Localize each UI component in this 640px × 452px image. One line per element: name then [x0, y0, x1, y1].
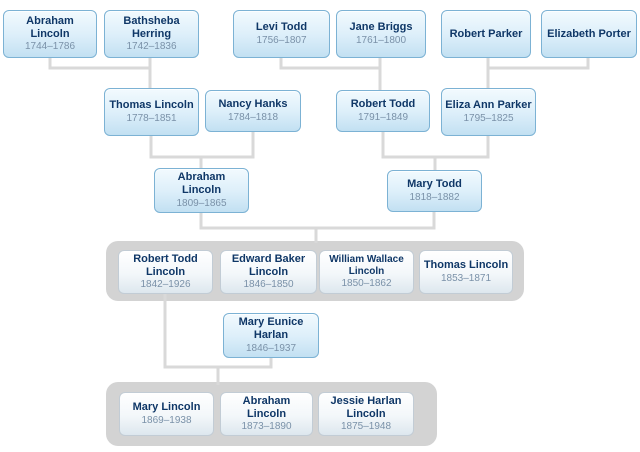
person-dates: 1853–1871: [440, 272, 492, 284]
person-name: Thomas Lincoln: [109, 99, 194, 112]
person-dates: 1846–1850: [243, 279, 294, 291]
person-dates: 1842–1926: [140, 279, 191, 291]
person-box-eliza-ann-parker[interactable]: Eliza Ann Parker 1795–1825: [441, 88, 536, 136]
person-box-nancy-hanks[interactable]: Nancy Hanks 1784–1818: [205, 90, 301, 132]
person-box-jane-briggs[interactable]: Jane Briggs 1761–1800: [336, 10, 426, 58]
person-dates: 1850–1862: [341, 278, 392, 290]
person-name: Jane Briggs: [349, 21, 413, 34]
person-name: Thomas Lincoln: [423, 259, 509, 272]
person-box-abraham-lincoln-ii[interactable]: Abraham Lincoln 1873–1890: [220, 392, 313, 436]
person-dates: 1846–1937: [245, 342, 297, 354]
person-name: Edward Baker Lincoln: [231, 252, 306, 278]
person-name: Elizabeth Porter: [547, 27, 631, 40]
person-dates: 1761–1800: [355, 34, 407, 46]
person-box-bathsheba-herring[interactable]: Bathsheba Herring 1742–1836: [104, 10, 199, 58]
person-name: Jessie Harlan Lincoln: [330, 394, 402, 420]
person-name: Abraham Lincoln: [177, 171, 226, 196]
person-name: Eliza Ann Parker: [445, 99, 532, 112]
connector-couple-1: [48, 58, 152, 88]
person-dates: 1742–1836: [126, 41, 177, 53]
person-name: Mary Todd: [407, 178, 462, 191]
person-name: Bathsheba Herring: [123, 14, 180, 40]
connector-couple-6: [199, 212, 436, 243]
person-box-mary-eunice-harlan[interactable]: Mary Eunice Harlan 1846–1937: [223, 313, 319, 358]
person-name: Mary Lincoln: [132, 401, 201, 414]
person-box-abraham-lincoln-sr[interactable]: Abraham Lincoln 1744–1786: [3, 10, 97, 58]
person-dates: 1778–1851: [126, 112, 177, 124]
person-name: Mary Eunice Harlan: [238, 316, 304, 341]
person-box-levi-todd[interactable]: Levi Todd 1756–1807: [233, 10, 330, 58]
person-dates: 1795–1825: [463, 112, 514, 124]
person-box-edward-baker-lincoln[interactable]: Edward Baker Lincoln 1846–1850: [220, 250, 317, 294]
person-box-thomas-lincoln-jr[interactable]: Thomas Lincoln 1853–1871: [419, 250, 513, 294]
person-box-jessie-harlan-lincoln[interactable]: Jessie Harlan Lincoln 1875–1948: [318, 392, 414, 436]
connector-couple-5: [381, 132, 490, 170]
person-dates: 1791–1849: [357, 111, 409, 123]
person-dates: 1744–1786: [24, 41, 76, 53]
person-box-william-wallace-lincoln[interactable]: William Wallace Lincoln 1850–1862: [319, 250, 414, 294]
person-name: Robert Todd: [350, 98, 416, 111]
person-name: Robert Parker: [449, 27, 523, 40]
person-box-elizabeth-porter[interactable]: Elizabeth Porter: [541, 10, 637, 58]
person-dates: 1818–1882: [409, 191, 460, 203]
connector-couple-4: [149, 132, 255, 168]
person-dates: 1809–1865: [176, 197, 227, 209]
person-name: Abraham Lincoln: [26, 14, 74, 40]
person-dates: 1873–1890: [241, 421, 292, 433]
person-box-robert-todd-lincoln[interactable]: Robert Todd Lincoln 1842–1926: [118, 250, 213, 294]
person-box-mary-lincoln[interactable]: Mary Lincoln 1869–1938: [119, 392, 214, 436]
connector-couple-2: [279, 58, 382, 90]
person-dates: 1875–1948: [340, 421, 392, 433]
person-name: William Wallace Lincoln: [329, 253, 404, 277]
connector-couple-3: [486, 58, 590, 88]
person-box-mary-todd[interactable]: Mary Todd 1818–1882: [387, 170, 482, 212]
person-name: Abraham Lincoln: [242, 394, 291, 420]
person-name: Robert Todd Lincoln: [133, 252, 198, 278]
person-box-abraham-lincoln[interactable]: Abraham Lincoln 1809–1865: [154, 168, 249, 213]
person-box-robert-todd[interactable]: Robert Todd 1791–1849: [336, 90, 430, 132]
person-dates: 1869–1938: [141, 414, 192, 426]
person-box-robert-parker[interactable]: Robert Parker: [441, 10, 531, 58]
person-name: Nancy Hanks: [218, 98, 288, 111]
person-dates: 1756–1807: [256, 34, 307, 46]
person-box-thomas-lincoln[interactable]: Thomas Lincoln 1778–1851: [104, 88, 199, 136]
person-name: Levi Todd: [255, 21, 308, 34]
person-dates: 1784–1818: [227, 111, 279, 123]
